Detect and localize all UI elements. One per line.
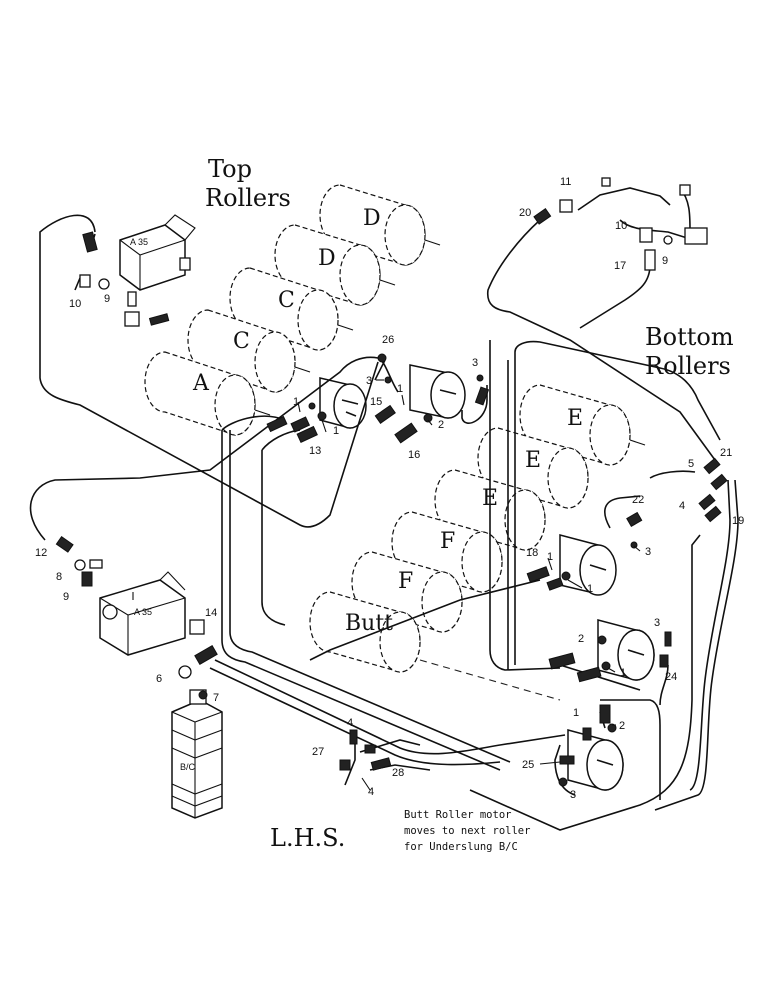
motor-bottom-e bbox=[559, 534, 617, 596]
callout-label: 13 bbox=[309, 445, 321, 457]
callout-label: 1 bbox=[573, 707, 579, 719]
callout-label: 2 bbox=[578, 633, 584, 645]
headings-group: Top Rollers Bottom Rollers L.H.S. bbox=[205, 155, 734, 852]
callout-label: 19 bbox=[732, 515, 744, 527]
heading-bottom-line2: Rollers bbox=[645, 352, 731, 380]
roller-letter-top-0: A bbox=[192, 371, 210, 396]
top-rollers-group bbox=[144, 184, 441, 436]
heading-top-line2: Rollers bbox=[205, 184, 291, 212]
heading-top-line1: Top bbox=[208, 155, 252, 183]
bottom-rollers-group bbox=[309, 384, 646, 701]
callout-label: 17 bbox=[614, 260, 626, 272]
callout-label: 24 bbox=[665, 671, 677, 683]
callout-label: 3 bbox=[366, 375, 372, 387]
roller-letter-bottom-1: E bbox=[525, 448, 541, 473]
roller-letter-top-2: C bbox=[278, 288, 295, 313]
callout-label: 16 bbox=[408, 449, 420, 461]
roller-letters-group: D D C C A E E E F F Butt bbox=[192, 206, 583, 636]
motors-group bbox=[319, 364, 655, 791]
note-line-2: moves to next roller bbox=[404, 825, 530, 837]
roller-letter-bottom-2: E bbox=[482, 486, 498, 511]
leader-lines bbox=[297, 379, 641, 791]
fittings-group bbox=[55, 177, 728, 787]
callout-label: 3 bbox=[570, 789, 576, 801]
roller-letter-bottom-0: E bbox=[567, 406, 583, 431]
roller-a bbox=[144, 351, 271, 436]
callout-label: 10 bbox=[615, 220, 627, 232]
valve-block-label: B/C bbox=[180, 762, 196, 772]
callout-label: 7 bbox=[213, 692, 219, 704]
callout-label: 1 bbox=[547, 551, 553, 563]
callout-label: 11 bbox=[560, 176, 571, 188]
roller-letter-top-4: D bbox=[363, 206, 381, 231]
valve-lower-label: A 35 bbox=[134, 607, 152, 617]
callout-label: 4 bbox=[347, 717, 353, 729]
motor-bottom-f bbox=[597, 619, 655, 681]
motor-butt bbox=[567, 729, 624, 791]
callout-label: 12 bbox=[35, 547, 47, 559]
callout-label: 1 bbox=[293, 396, 299, 408]
note-line-3: for Underslung B/C bbox=[404, 841, 518, 853]
callout-label: 9 bbox=[662, 255, 668, 267]
callout-label: 9 bbox=[104, 293, 110, 305]
callout-label: 3 bbox=[654, 617, 660, 629]
callout-label: 10 bbox=[69, 298, 81, 310]
callout-label: 1 bbox=[333, 425, 339, 437]
callout-label: 2 bbox=[619, 720, 625, 732]
callout-label: 4 bbox=[368, 786, 374, 798]
callout-label: 9 bbox=[63, 591, 69, 603]
callout-label: 5 bbox=[688, 458, 694, 470]
callout-label: 20 bbox=[519, 207, 531, 219]
callout-label: 2 bbox=[438, 419, 444, 431]
callout-label: 1 bbox=[397, 383, 403, 395]
valve-upper: A 35 bbox=[119, 214, 196, 291]
callouts-group: 10 9 26 3 3 1 15 1 1 2 13 16 20 11 10 9 … bbox=[35, 176, 744, 801]
motor-top-right bbox=[409, 364, 466, 419]
callout-label: 28 bbox=[392, 767, 404, 779]
roller-letter-top-1: C bbox=[233, 329, 250, 354]
callout-label: 25 bbox=[522, 759, 534, 771]
valve-lower: A 35 bbox=[99, 571, 186, 656]
callout-label: 18 bbox=[526, 547, 538, 559]
valve-upper-label: A 35 bbox=[130, 237, 148, 247]
callout-label: 1 bbox=[620, 667, 626, 679]
heading-bottom-line1: Bottom bbox=[645, 323, 734, 351]
callout-label: 21 bbox=[720, 447, 732, 459]
motor-top-left bbox=[319, 377, 367, 429]
callout-label: 4 bbox=[679, 500, 685, 512]
callout-label: 14 bbox=[205, 607, 217, 619]
roller-letter-top-3: D bbox=[318, 246, 336, 271]
note-group: Butt Roller motor moves to next roller f… bbox=[404, 809, 530, 853]
valve-block-bc: B/C bbox=[171, 689, 223, 819]
callout-label: 15 bbox=[370, 396, 382, 408]
callout-label: 3 bbox=[472, 357, 478, 369]
roller-letter-bottom-4: F bbox=[398, 569, 413, 594]
roller-letter-bottom-3: F bbox=[440, 529, 455, 554]
callout-label: 27 bbox=[312, 746, 324, 758]
note-line-1: Butt Roller motor bbox=[404, 809, 511, 821]
callout-label: 22 bbox=[632, 494, 644, 506]
callout-label: 3 bbox=[645, 546, 651, 558]
heading-lhs: L.H.S. bbox=[270, 824, 345, 852]
roller-letter-bottom-5: Butt bbox=[345, 611, 393, 636]
callout-label: 6 bbox=[156, 673, 162, 685]
callout-label: 1 bbox=[587, 583, 593, 595]
callout-label: 26 bbox=[382, 334, 394, 346]
callout-label: 8 bbox=[56, 571, 62, 583]
